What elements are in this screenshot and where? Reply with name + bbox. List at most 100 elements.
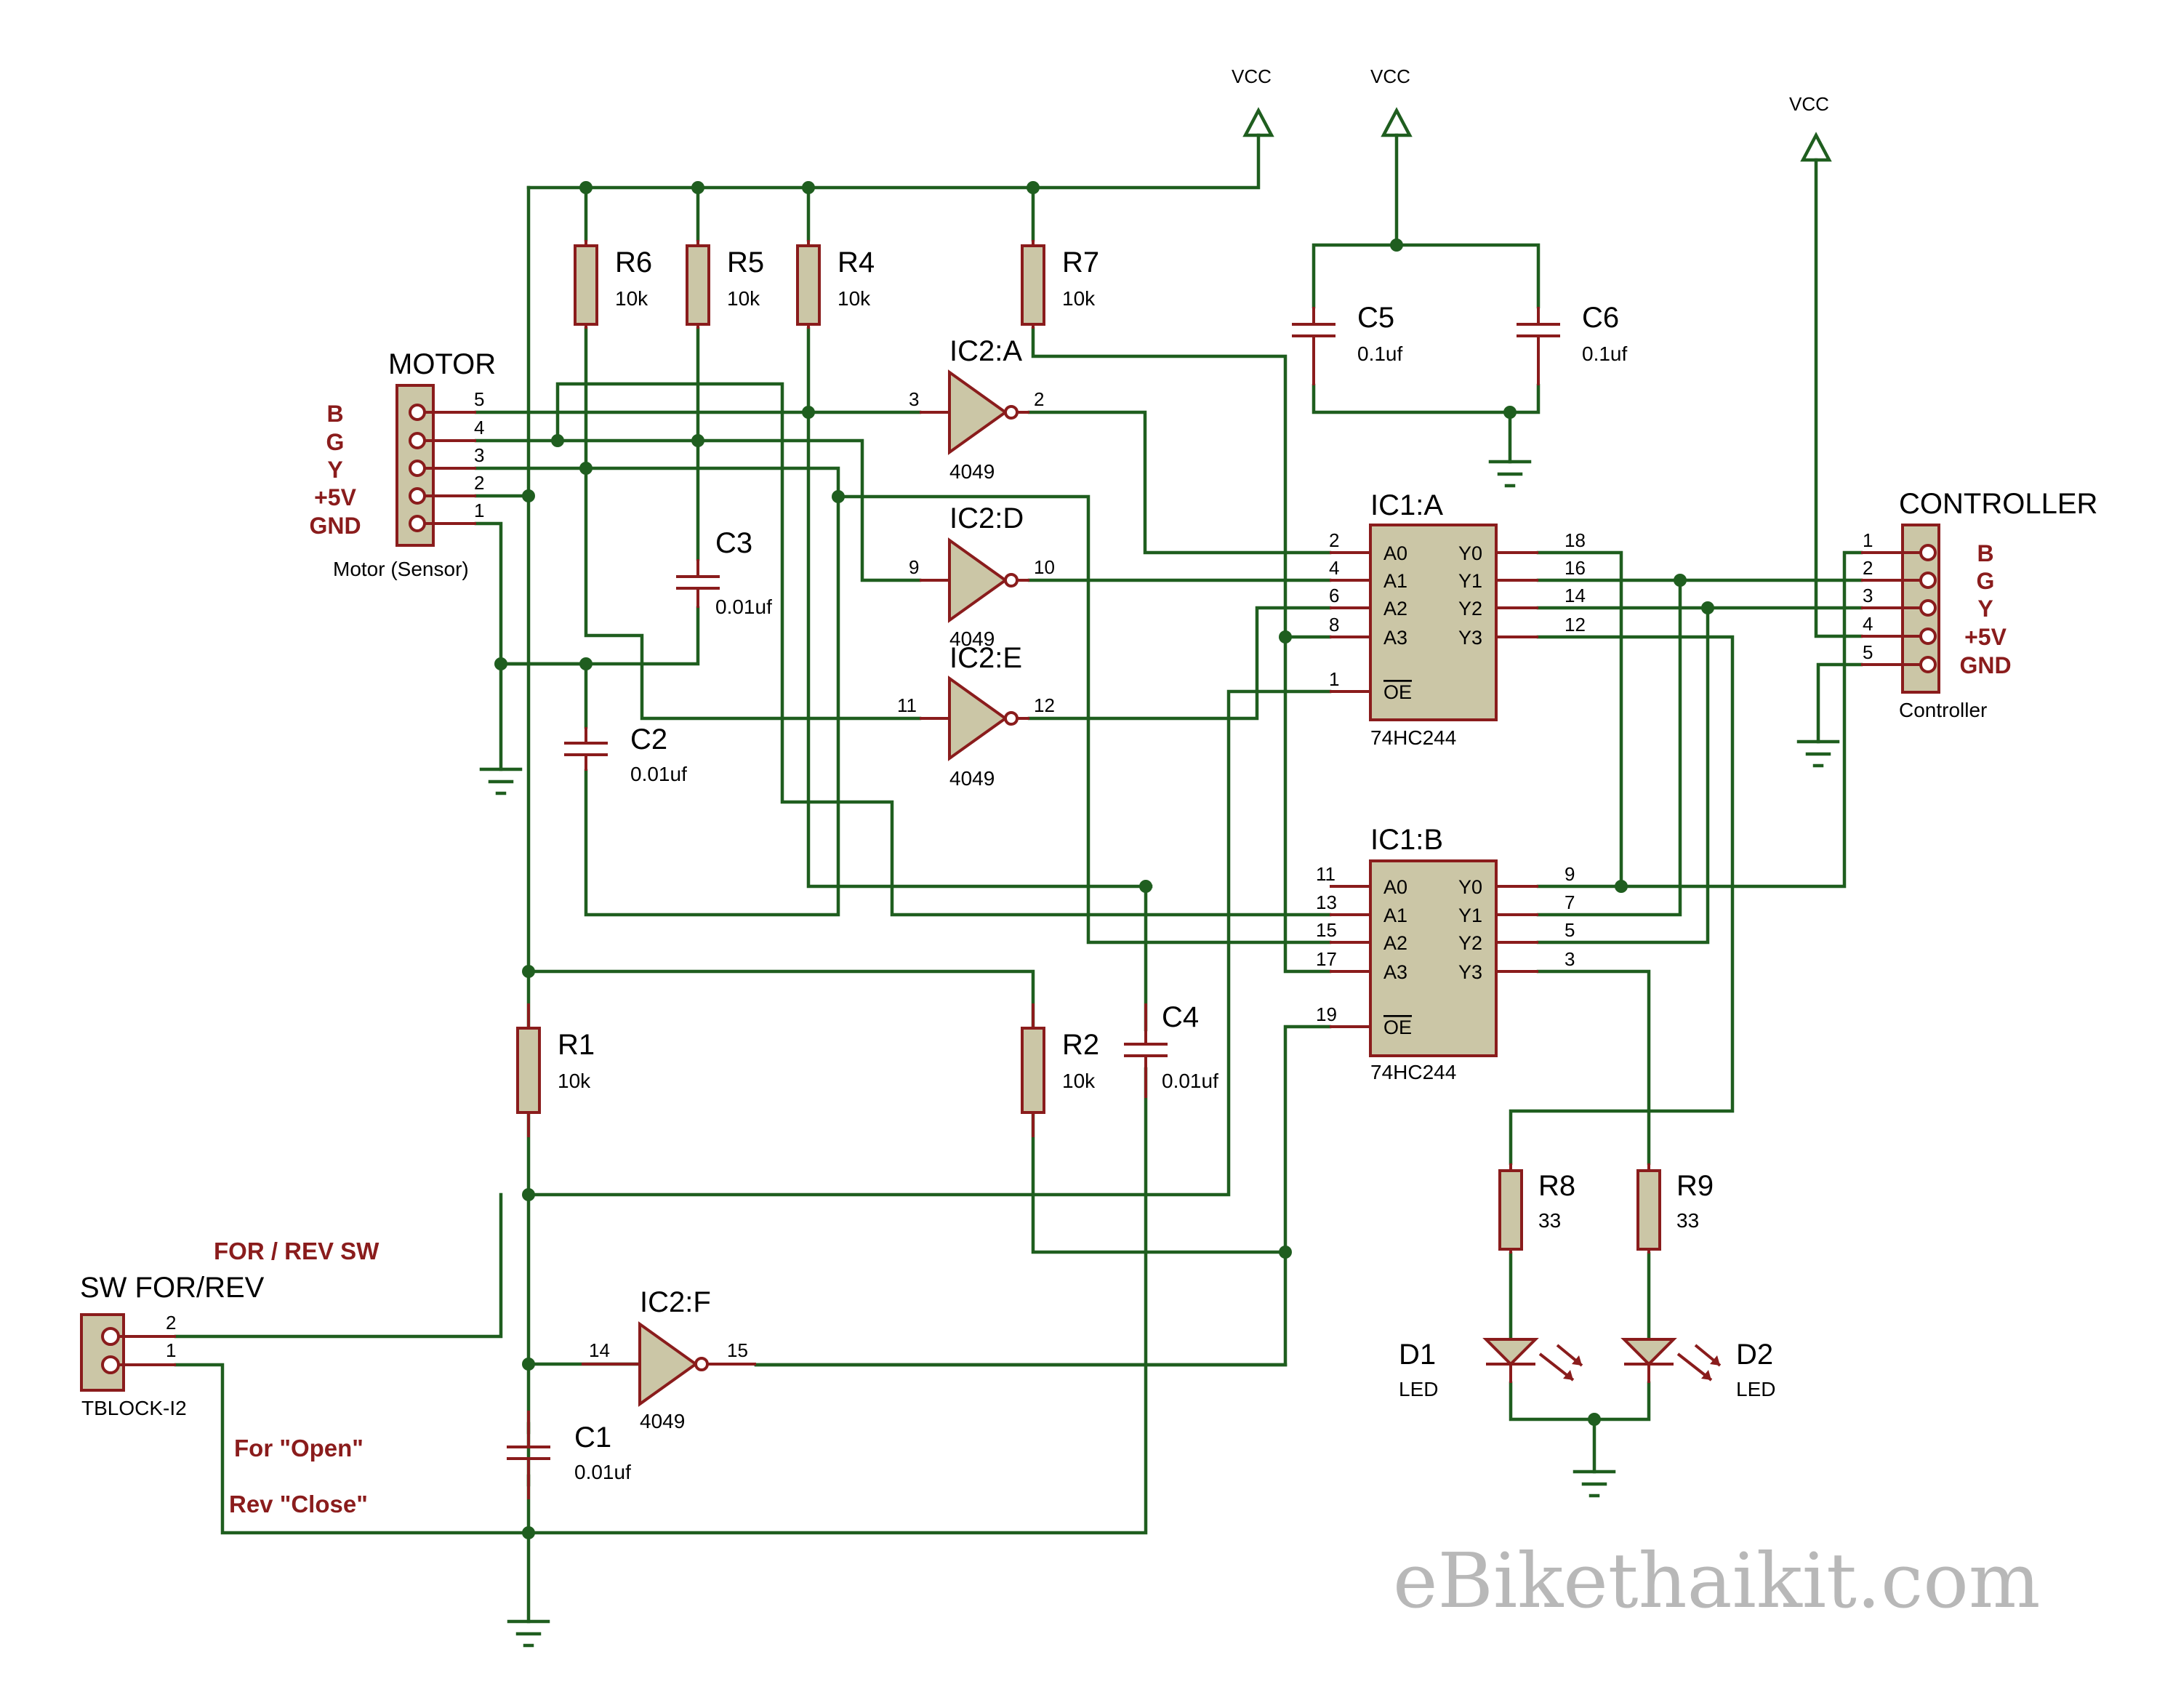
ic1a-out-0: Y0 [1458, 542, 1482, 564]
pin-socket-icon [101, 1327, 120, 1346]
c4-ref: C4 [1162, 1001, 1199, 1033]
inverter-ic2e: IC2:E 4049 11 12 [897, 642, 1055, 790]
ic1b-out-1: Y1 [1458, 905, 1482, 926]
ic2a-part: 4049 [949, 460, 995, 483]
pin-socket-icon [409, 404, 426, 421]
resistor-r6: R6 10k [574, 240, 652, 329]
inverter-bubble-icon [1004, 405, 1019, 420]
ic2d-ref: IC2:D [949, 502, 1024, 534]
ic1b-in-3: A3 [1383, 961, 1407, 983]
motor-pin-4: 4 [474, 417, 484, 438]
ground-symbols [479, 460, 1840, 1648]
controller-connector: CONTROLLER Controller 1 2 3 4 5 B G Y +5… [1861, 488, 2097, 721]
ground-icon [479, 767, 523, 795]
vcc-label-3: VCC [1789, 93, 1829, 115]
r1-ref: R1 [558, 1029, 595, 1061]
motor-label-g: G [326, 429, 345, 455]
ground-icon [1796, 739, 1840, 768]
controller-pin-2: 2 [1863, 557, 1873, 579]
ic1b-74hc244: IC1:B 74HC244 A0 A1 A2 A3 OE Y0 Y1 Y2 Y3… [1316, 824, 1575, 1083]
c3-ref: C3 [715, 527, 752, 559]
capacitor-c2: C2 0.01uf [564, 723, 687, 785]
capacitor-c5: C5 0.1uf [1292, 302, 1402, 385]
ic2a-ref: IC2:A [949, 335, 1022, 367]
d2-ref: D2 [1736, 1339, 1773, 1371]
pin-socket-icon [1919, 599, 1937, 617]
vcc-symbols: VCC VCC VCC [1232, 65, 1832, 162]
ic1b-part: 74HC244 [1370, 1061, 1456, 1083]
led-d1: D1 LED [1399, 1338, 1583, 1400]
ic1a-in-1: A1 [1383, 570, 1407, 592]
ic1a-out-2: Y2 [1458, 598, 1482, 620]
ic2e-pin-out: 12 [1034, 694, 1055, 716]
inverter-ic2d: IC2:D 4049 9 10 [909, 502, 1055, 650]
ic1a-pin-2: 2 [1329, 529, 1339, 551]
controller-pin-1: 1 [1863, 529, 1873, 551]
r5-ref: R5 [727, 246, 764, 278]
c4-value: 0.01uf [1162, 1070, 1218, 1092]
inverter-bubble-icon [694, 1357, 709, 1371]
motor-pin-3: 3 [474, 444, 484, 466]
ic1a-pin-18: 18 [1565, 529, 1586, 551]
motor-pin-1: 1 [474, 500, 484, 521]
ic2f-pin-in: 14 [589, 1339, 610, 1361]
c3-value: 0.01uf [715, 596, 772, 618]
motor-connector: MOTOR Motor (Sensor) 5 4 3 2 1 B G Y +5V… [309, 348, 496, 580]
ic1a-74hc244: IC1:A 74HC244 A0 A1 A2 A3 OE Y0 Y1 Y2 Y3… [1329, 489, 1586, 749]
capacitors: C5 0.1uf C6 0.1uf C3 0.01uf C2 0.01uf C4… [507, 302, 1627, 1499]
controller-label-5v: +5V [1964, 624, 2007, 650]
ic2f-pin-out: 15 [727, 1339, 748, 1361]
pin-socket-icon [1919, 628, 1937, 645]
ground-icon [507, 1619, 550, 1648]
ic2f-ref: IC2:F [640, 1286, 711, 1318]
ic1b-out-3: Y3 [1458, 961, 1482, 983]
ic1a-pin-4: 4 [1329, 557, 1339, 579]
r1-value: 10k [558, 1070, 591, 1092]
ic2a-pin-out: 2 [1034, 388, 1044, 410]
capacitor-c3: C3 0.01uf [676, 527, 772, 618]
ground-icon [1488, 460, 1532, 488]
switch-pin-1: 1 [166, 1339, 176, 1361]
r4-value: 10k [838, 287, 871, 310]
r4-ref: R4 [838, 246, 875, 278]
ic1b-pin-15: 15 [1316, 919, 1337, 941]
ic1b-in-0: A0 [1383, 876, 1407, 898]
switch-title: SW FOR/REV [80, 1272, 265, 1304]
c5-ref: C5 [1357, 302, 1394, 334]
switch-note-title: FOR / REV SW [214, 1238, 379, 1264]
ic1a-in-2: A2 [1383, 598, 1407, 620]
controller-label-b: B [1977, 540, 1993, 566]
ic1b-pin-7: 7 [1565, 891, 1575, 913]
resistor-r2: R2 10k [1021, 1003, 1099, 1137]
motor-pin-2: 2 [474, 472, 484, 494]
motor-label-y: Y [327, 457, 342, 483]
ic1a-in-0: A0 [1383, 542, 1407, 564]
r6-ref: R6 [615, 246, 652, 278]
watermark: eBikethaikit.com [1393, 1536, 2040, 1625]
ic1b-oe: OE [1383, 1017, 1412, 1038]
motor-pin-5: 5 [474, 388, 484, 410]
resistor-r5: R5 10k [686, 240, 764, 329]
pin-socket-icon [409, 487, 426, 505]
d1-ref: D1 [1399, 1339, 1436, 1371]
c6-ref: C6 [1582, 302, 1619, 334]
inverter-ic2a: IC2:A 4049 3 2 [909, 335, 1044, 483]
resistor-r1: R1 10k [516, 1003, 595, 1137]
inverters: IC2:A 4049 3 2 IC2:D 4049 9 10 IC2:E 404… [582, 335, 1055, 1432]
ic1a-out-3: Y3 [1458, 627, 1482, 649]
led-d2: D2 LED [1620, 1338, 1775, 1400]
c1-value: 0.01uf [574, 1461, 631, 1483]
motor-title: MOTOR [388, 348, 496, 380]
pin-socket-icon [409, 460, 426, 477]
c2-ref: C2 [630, 723, 667, 755]
ic2e-pin-in: 11 [897, 694, 917, 716]
ic1b-in-1: A1 [1383, 905, 1407, 926]
r8-ref: R8 [1538, 1170, 1575, 1202]
ic1b-out-0: Y0 [1458, 876, 1482, 898]
ic1a-pin-1: 1 [1329, 668, 1339, 690]
pin-socket-icon [409, 515, 426, 532]
switch-part: TBLOCK-I2 [81, 1397, 187, 1419]
capacitor-c6: C6 0.1uf [1517, 302, 1627, 385]
pin-socket-icon [101, 1355, 120, 1374]
ic1b-out-2: Y2 [1458, 932, 1482, 954]
